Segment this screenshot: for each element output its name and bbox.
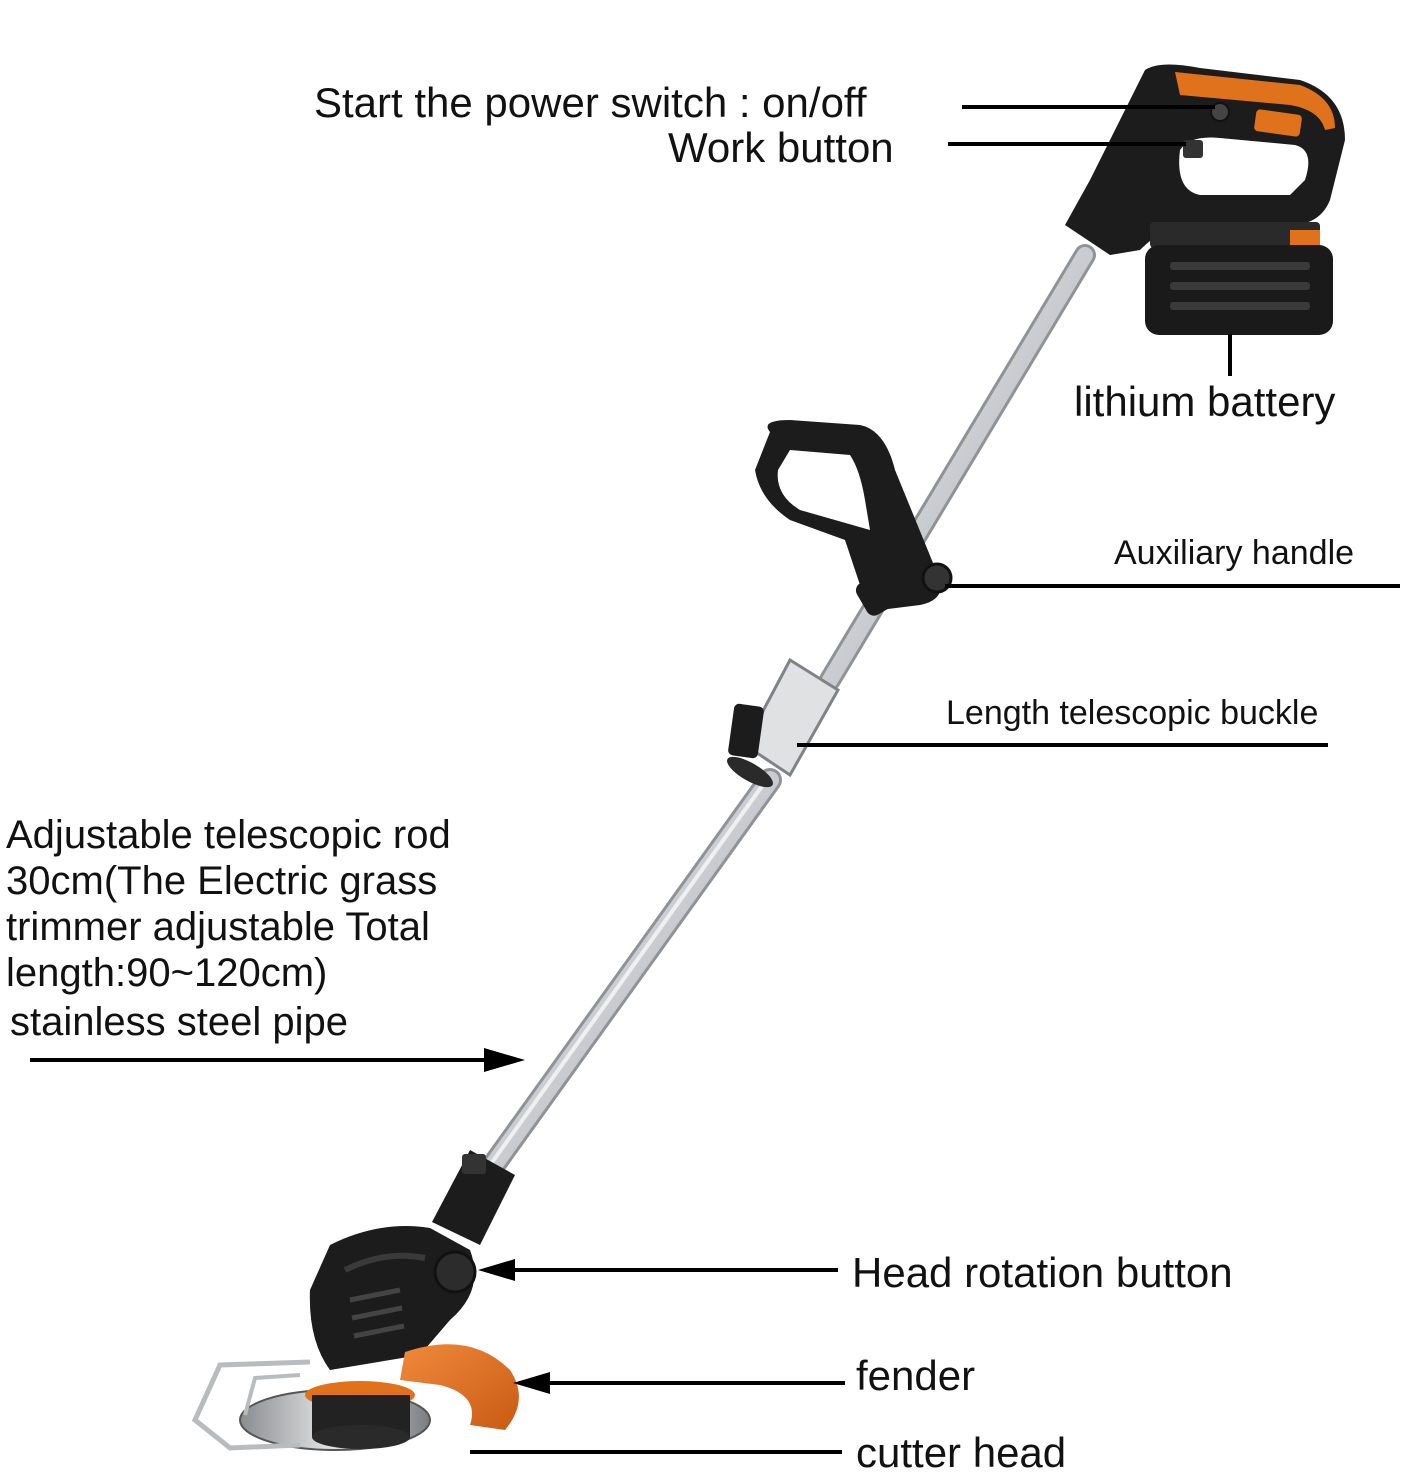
label-work-button: Work button xyxy=(668,124,894,171)
pipe-arrowhead xyxy=(484,1048,525,1072)
rear-handle-drawing xyxy=(1065,64,1345,335)
label-fender: fender xyxy=(856,1352,976,1399)
telescopic-buckle xyxy=(727,657,841,788)
label-head-rotation-button: Head rotation button xyxy=(852,1249,1233,1296)
label-power-switch: Start the power switch : on/off xyxy=(314,79,867,126)
label-auxiliary-handle: Auxiliary handle xyxy=(1114,534,1355,572)
trimmer-head-drawing xyxy=(191,1150,519,1451)
label-adjustable-telescopic-rod: Adjustable telescopic rod 30cm(The Elect… xyxy=(6,813,451,995)
label-length-telescopic-buckle: Length telescopic buckle xyxy=(946,694,1319,732)
label-cutter-head: cutter head xyxy=(856,1429,1067,1476)
label-lithium-battery: lithium battery xyxy=(1074,378,1336,425)
leader-lines xyxy=(30,105,1400,1454)
fender-arrowhead xyxy=(513,1372,550,1394)
label-stainless-steel-pipe: stainless steel pipe xyxy=(10,1000,348,1044)
head-rotation-arrowhead xyxy=(478,1259,515,1281)
auxiliary-handle-drawing xyxy=(755,420,953,616)
